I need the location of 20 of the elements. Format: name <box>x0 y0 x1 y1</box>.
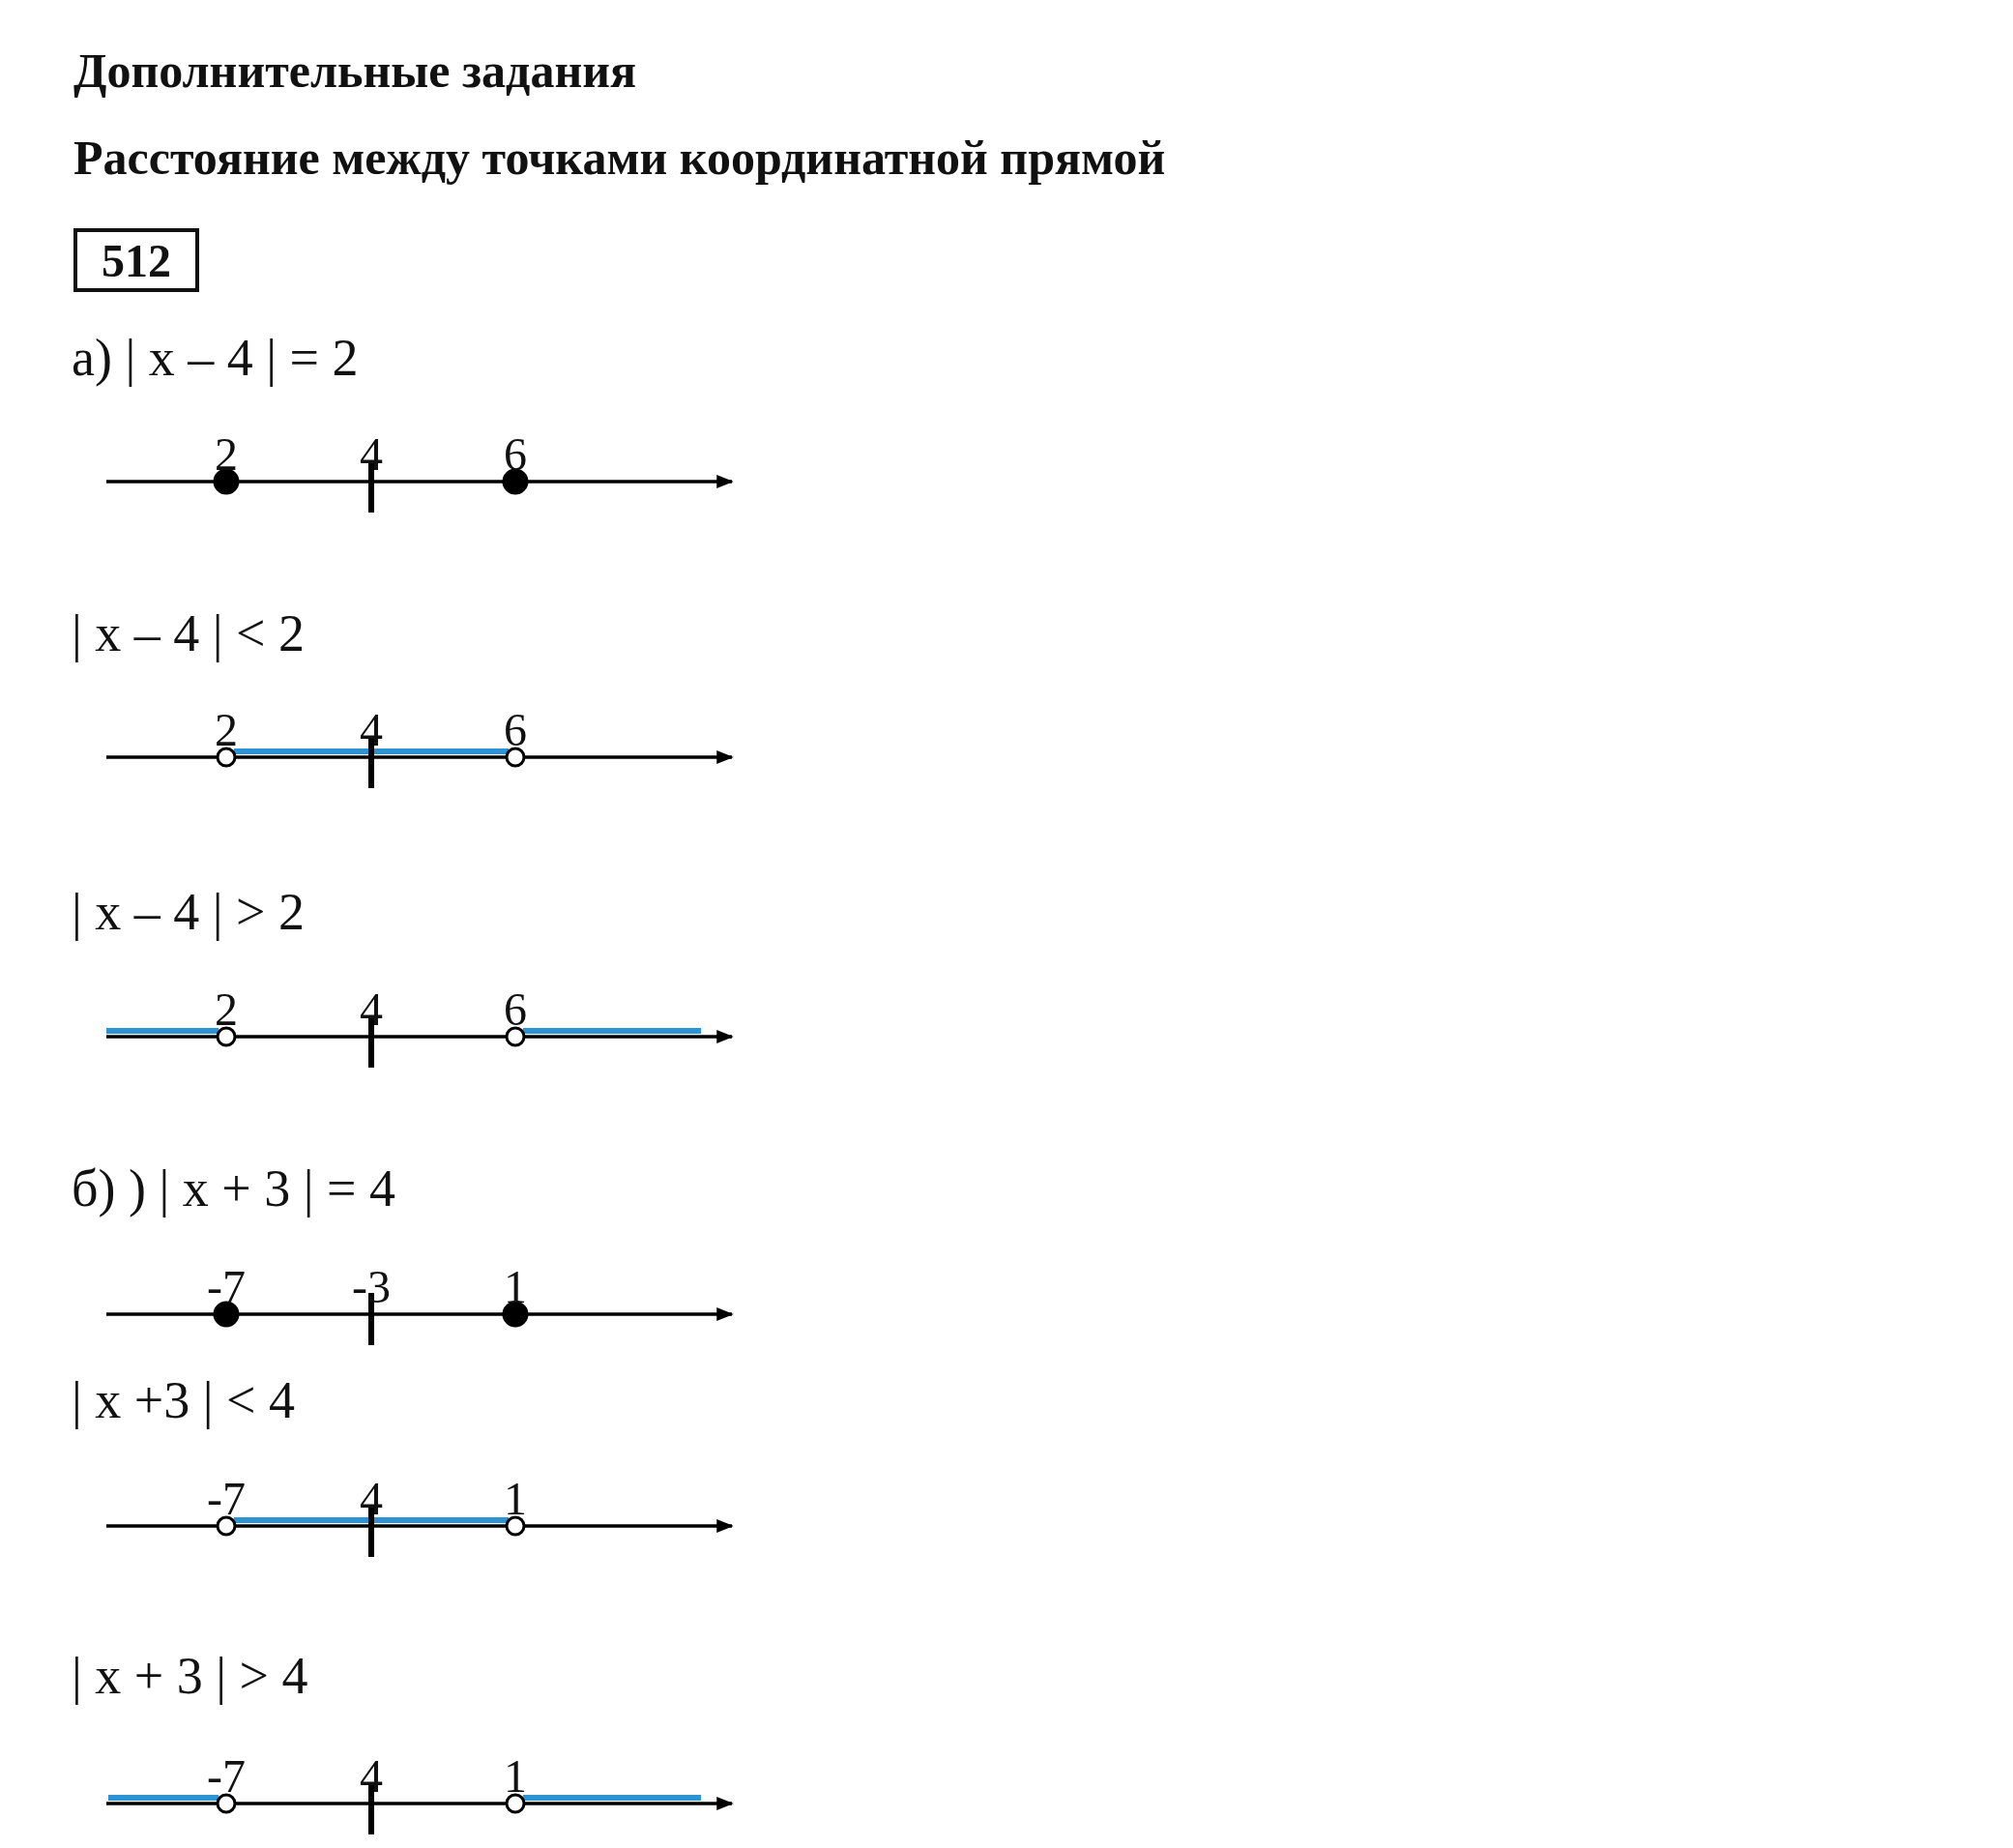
tick-label: -7 <box>207 1476 246 1522</box>
tick-label: -7 <box>207 1264 246 1310</box>
tick-label: 2 <box>215 986 238 1033</box>
tick-label: 4 <box>360 986 383 1033</box>
tick-label: 4 <box>360 1476 383 1522</box>
tick-label: -7 <box>207 1753 246 1800</box>
tick-label: 2 <box>215 707 238 753</box>
tick-label: 6 <box>504 431 527 478</box>
tick-label: 6 <box>504 986 527 1033</box>
tick-label: 4 <box>360 707 383 753</box>
tick-label: 4 <box>360 431 383 478</box>
tick-label: 2 <box>215 431 238 478</box>
tick-label: 1 <box>504 1476 527 1522</box>
tick-label: 1 <box>504 1753 527 1800</box>
tick-label: -3 <box>352 1264 391 1310</box>
heading: Дополнительные задания <box>73 43 637 99</box>
tick-label: 4 <box>360 1753 383 1800</box>
tick-label: 1 <box>504 1264 527 1310</box>
number-box: 512 <box>73 228 199 292</box>
tick-label: 6 <box>504 707 527 753</box>
